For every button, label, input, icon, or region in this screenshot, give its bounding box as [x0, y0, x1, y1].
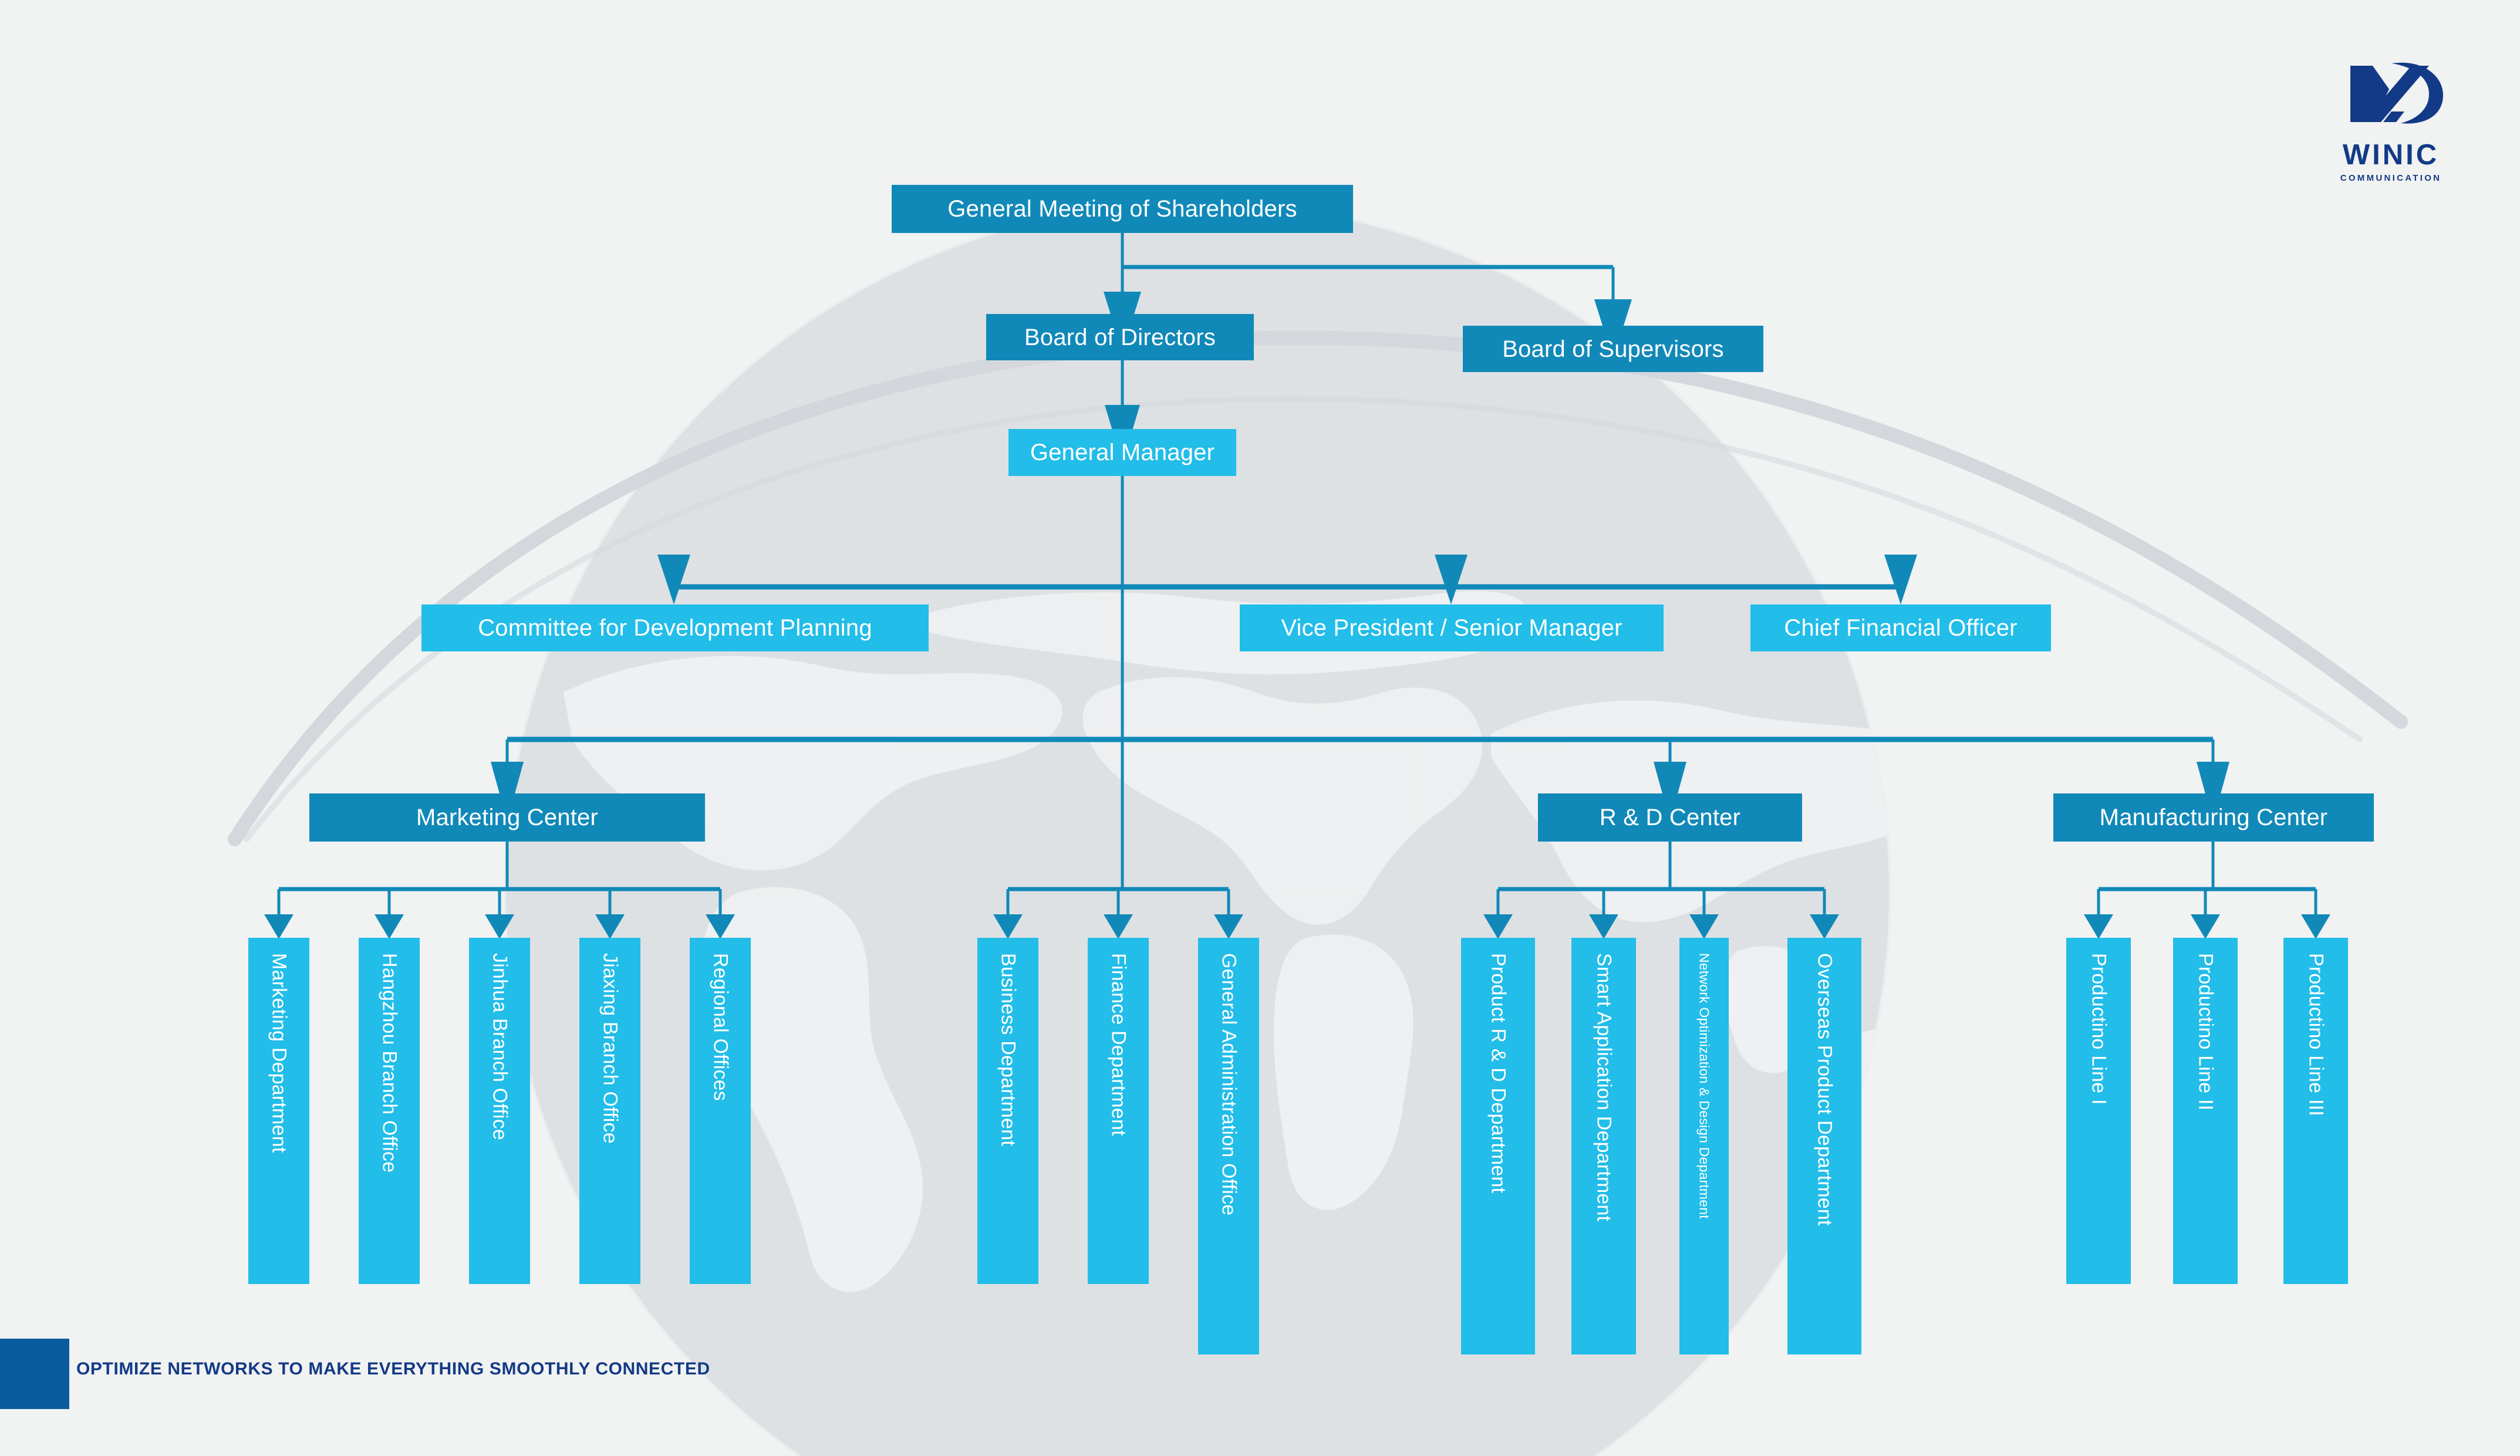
node-product-rd-department[interactable]: Product R & D Department — [1461, 938, 1535, 1354]
node-label: General Administration Office — [1217, 953, 1240, 1216]
node-general-meeting-of-shareholders[interactable]: General Meeting of Shareholders — [892, 185, 1353, 233]
node-hangzhou-branch-office[interactable]: Hangzhou Branch Office — [359, 938, 420, 1284]
node-label: Product R & D Department — [1487, 953, 1510, 1194]
node-label: Business Department — [997, 953, 1020, 1146]
node-label: Finance Department — [1107, 953, 1130, 1136]
node-marketing-department[interactable]: Marketing Department — [248, 938, 309, 1284]
node-jinhua-branch-office[interactable]: Jinhua Branch Office — [469, 938, 530, 1284]
node-board-of-supervisors[interactable]: Board of Supervisors — [1463, 326, 1763, 372]
node-jiaxing-branch-office[interactable]: Jiaxing Branch Office — [579, 938, 640, 1284]
node-label: Productino Line II — [2194, 953, 2217, 1111]
footer-color-swatch — [0, 1339, 69, 1409]
node-network-optimization-design-department[interactable]: Network Optimization & Design Department — [1679, 938, 1729, 1354]
node-smart-application-department[interactable]: Smart Application Department — [1571, 938, 1636, 1354]
node-rd-center[interactable]: R & D Center — [1538, 793, 1802, 842]
footer-tagline: OPTIMIZE NETWORKS TO MAKE EVERYTHING SMO… — [76, 1359, 710, 1379]
node-label: General Meeting of Shareholders — [947, 196, 1297, 222]
node-general-manager[interactable]: General Manager — [1008, 429, 1236, 476]
node-general-administration-office[interactable]: General Administration Office — [1198, 938, 1259, 1354]
node-label: Smart Application Department — [1593, 953, 1615, 1222]
node-label: Marketing Department — [268, 953, 291, 1153]
node-label: Network Optimization & Design Department — [1696, 953, 1712, 1219]
node-vice-president-senior-manager[interactable]: Vice President / Senior Manager — [1240, 604, 1664, 651]
node-label: Vice President / Senior Manager — [1281, 615, 1622, 641]
node-label: Manufacturing Center — [2099, 805, 2328, 830]
node-label: Hangzhou Branch Office — [378, 953, 401, 1173]
node-label: Board of Supervisors — [1502, 336, 1724, 362]
node-marketing-center[interactable]: Marketing Center — [309, 793, 705, 842]
node-production-line-1[interactable]: Productino Line I — [2066, 938, 2131, 1284]
node-business-department[interactable]: Business Department — [977, 938, 1038, 1284]
node-label: Overseas Product Department — [1813, 953, 1836, 1226]
logo-brand-name: WINIC — [2342, 139, 2440, 171]
winic-logo: WINIC COMMUNICATION — [2303, 54, 2479, 183]
node-overseas-product-department[interactable]: Overseas Product Department — [1787, 938, 1861, 1354]
winic-logo-mark — [2350, 62, 2443, 124]
node-regional-offices[interactable]: Regional Offices — [690, 938, 751, 1284]
node-label: Productino Line III — [2305, 953, 2327, 1116]
node-label: Committee for Development Planning — [478, 615, 872, 641]
logo-subtitle: COMMUNICATION — [2340, 173, 2442, 183]
node-chief-financial-officer[interactable]: Chief Financial Officer — [1750, 604, 2051, 651]
node-label: R & D Center — [1599, 805, 1741, 830]
node-manufacturing-center[interactable]: Manufacturing Center — [2053, 793, 2374, 842]
node-label: Productino Line I — [2087, 953, 2110, 1105]
node-finance-department[interactable]: Finance Department — [1088, 938, 1149, 1284]
node-production-line-3[interactable]: Productino Line III — [2283, 938, 2348, 1284]
node-label: Marketing Center — [416, 805, 598, 830]
node-production-line-2[interactable]: Productino Line II — [2173, 938, 2238, 1284]
swoosh-arcs — [228, 330, 2408, 846]
node-committee-for-development-planning[interactable]: Committee for Development Planning — [421, 604, 929, 651]
node-label: Jinhua Branch Office — [488, 953, 511, 1140]
node-label: General Manager — [1030, 440, 1215, 465]
node-label: Chief Financial Officer — [1784, 615, 2018, 641]
node-label: Board of Directors — [1024, 324, 1216, 350]
node-label: Jiaxing Branch Office — [599, 953, 622, 1144]
node-board-of-directors[interactable]: Board of Directors — [986, 314, 1254, 360]
node-label: Regional Offices — [709, 953, 732, 1102]
